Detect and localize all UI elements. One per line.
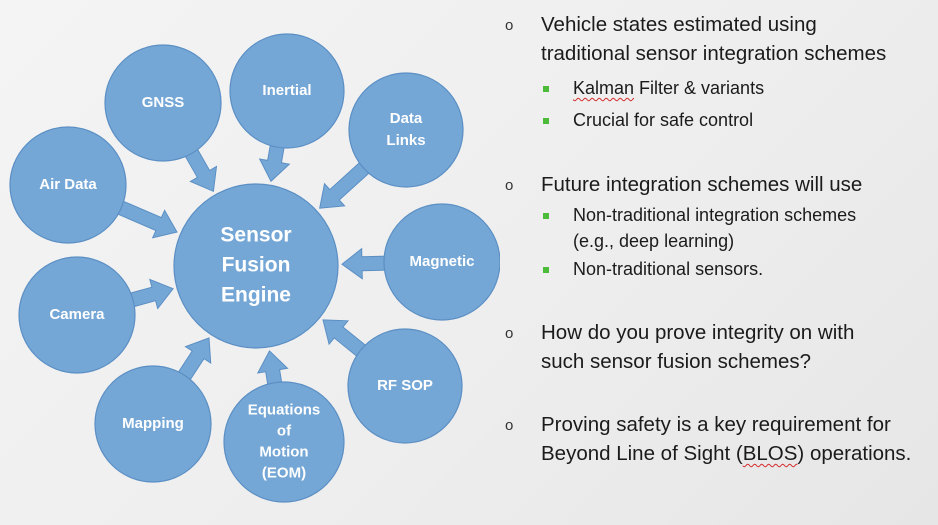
inertial-circle: [229, 33, 345, 149]
sub-bullet-marker: [543, 86, 549, 92]
camera-label: Camera: [49, 306, 105, 323]
sub-bullet-marker: [543, 213, 549, 219]
bullet-marker: o: [505, 325, 514, 342]
sensor-fusion-engine-circle: [173, 183, 339, 349]
air-data-label: Air Data: [39, 176, 97, 193]
sensor-fusion-engine-label: Fusion: [222, 254, 291, 277]
bullet-text: How do you prove integrity on with: [541, 321, 855, 344]
sensor-fusion-engine-label: Engine: [221, 284, 291, 307]
inertial-label: Inertial: [262, 82, 311, 99]
data-links-label: Data: [390, 110, 423, 127]
data-links-label: Links: [386, 132, 425, 149]
sub-bullet-text: Kalman Filter & variants: [573, 78, 765, 98]
camera-circle: [18, 256, 136, 374]
bullet-marker: o: [505, 17, 514, 34]
eom-label: of: [277, 422, 292, 439]
sub-bullet-item: Kalman Filter & variants: [543, 75, 764, 101]
sub-bullet-text: Crucial for safe control: [573, 110, 754, 130]
bullet-marker: o: [505, 417, 514, 434]
bullet-text: Beyond Line of Sight (BLOS) operations.: [541, 442, 912, 465]
sub-bullet-text: Non-traditional integration schemes: [573, 205, 857, 225]
eom-label: (EOM): [262, 464, 306, 481]
data-links-circle: [348, 72, 464, 188]
bullet-item: o Future integration schemes will use: [505, 170, 862, 199]
sub-bullet-text: Non-traditional sensors.: [573, 259, 764, 279]
bullet-text: such sensor fusion schemes?: [541, 350, 812, 373]
sub-bullet-text: (e.g., deep learning): [573, 231, 735, 251]
mapping-label: Mapping: [122, 415, 184, 432]
bullet-item: o Vehicle states estimated using tradition…: [505, 10, 886, 68]
eom-label: Equations: [248, 401, 321, 418]
gnss-label: GNSS: [142, 94, 185, 111]
sub-bullet-item: Non-traditional integration schemes (e.g.…: [543, 202, 856, 254]
bullet-text: traditional sensor integration schemes: [541, 42, 887, 65]
bullet-item: o How do you prove integrity on with such …: [505, 318, 854, 376]
bullet-text: Vehicle states estimated using: [541, 13, 817, 36]
gnss-circle: [104, 44, 222, 162]
sub-bullet-marker: [543, 267, 549, 273]
rf-sop-circle: [347, 328, 463, 444]
sub-bullet-item: Crucial for safe control: [543, 107, 753, 133]
sensor-fusion-engine-label: Sensor: [220, 224, 291, 247]
magnetic-label: Magnetic: [409, 253, 474, 270]
air-data-circle: [9, 126, 127, 244]
bullet-text: Proving safety is a key requirement for: [541, 413, 891, 436]
eom-label: Motion: [259, 443, 308, 460]
sub-bullet-marker: [543, 118, 549, 124]
mapping-circle: [94, 365, 212, 483]
bullet-item: o Proving safety is a key requirement for…: [505, 410, 911, 468]
eom-circle: [223, 381, 345, 503]
rf-sop-label: RF SOP: [377, 377, 433, 394]
bullet-text: Future integration schemes will use: [541, 173, 863, 196]
bullet-marker: o: [505, 177, 514, 194]
sub-bullet-item: Non-traditional sensors.: [543, 256, 763, 282]
magnetic-circle: [383, 203, 500, 321]
